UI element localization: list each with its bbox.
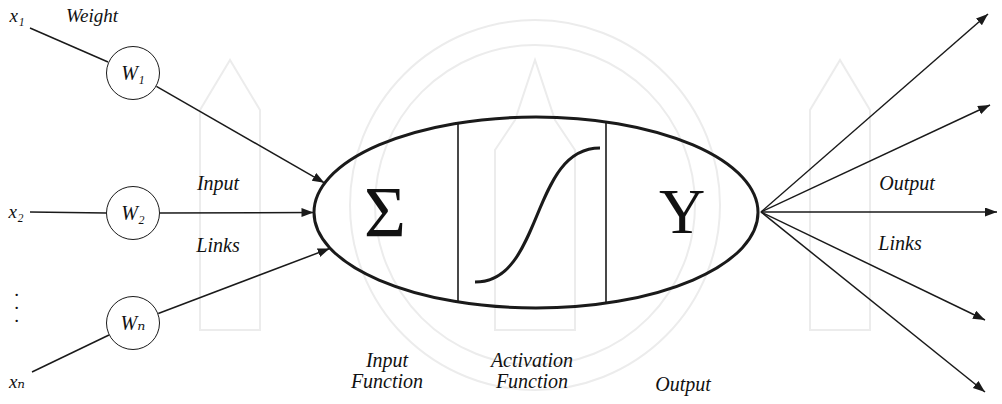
output-symbol: Y bbox=[659, 180, 705, 244]
input-symbol: x₁ bbox=[9, 6, 24, 26]
stage-label: Activation Function bbox=[482, 350, 582, 392]
section-divider bbox=[605, 122, 607, 303]
link-label: Input bbox=[197, 173, 239, 194]
output-link bbox=[761, 211, 997, 213]
seal-tower bbox=[200, 60, 260, 330]
sigmoid-curve bbox=[475, 148, 600, 282]
ellipsis-dot: . bbox=[15, 306, 20, 326]
input-symbol: xₙ bbox=[9, 372, 25, 392]
weight-symbol: W₂ bbox=[121, 202, 145, 225]
input-symbol: x₂ bbox=[8, 202, 23, 222]
output-link bbox=[761, 105, 990, 212]
output-link bbox=[761, 14, 988, 212]
seal-tower bbox=[810, 60, 870, 330]
output-link bbox=[761, 212, 985, 392]
input-link-arrow bbox=[160, 212, 314, 214]
weight-circle: Wₙ bbox=[106, 296, 160, 350]
seal-ring bbox=[350, 20, 720, 390]
sum-symbol: Σ bbox=[364, 176, 406, 248]
link-label: Output bbox=[879, 173, 935, 194]
weight-symbol: Wₙ bbox=[121, 311, 146, 335]
weight-circle: W₂ bbox=[106, 186, 160, 240]
stage-label: Input Function bbox=[341, 350, 433, 392]
neuron-ellipse bbox=[314, 117, 758, 308]
stage-label: Output bbox=[655, 374, 711, 395]
input-line bbox=[30, 212, 106, 213]
weight-circle: W₁ bbox=[106, 46, 160, 100]
seal-tower bbox=[495, 60, 575, 330]
section-divider bbox=[457, 123, 459, 302]
weight-label: Weight bbox=[66, 6, 118, 26]
input-link-arrow bbox=[156, 86, 324, 182]
input-and-output-lines bbox=[30, 14, 997, 392]
output-link bbox=[761, 212, 985, 320]
weight-symbol: W₁ bbox=[121, 62, 145, 85]
edge-layer bbox=[156, 86, 329, 313]
input-line bbox=[32, 335, 109, 372]
link-label: Links bbox=[878, 233, 921, 254]
seal-ring bbox=[375, 45, 695, 365]
neuron-body: ΣY bbox=[312, 115, 760, 310]
input-link-arrow bbox=[158, 248, 329, 313]
input-line bbox=[30, 28, 108, 62]
link-label: Links bbox=[196, 235, 239, 256]
